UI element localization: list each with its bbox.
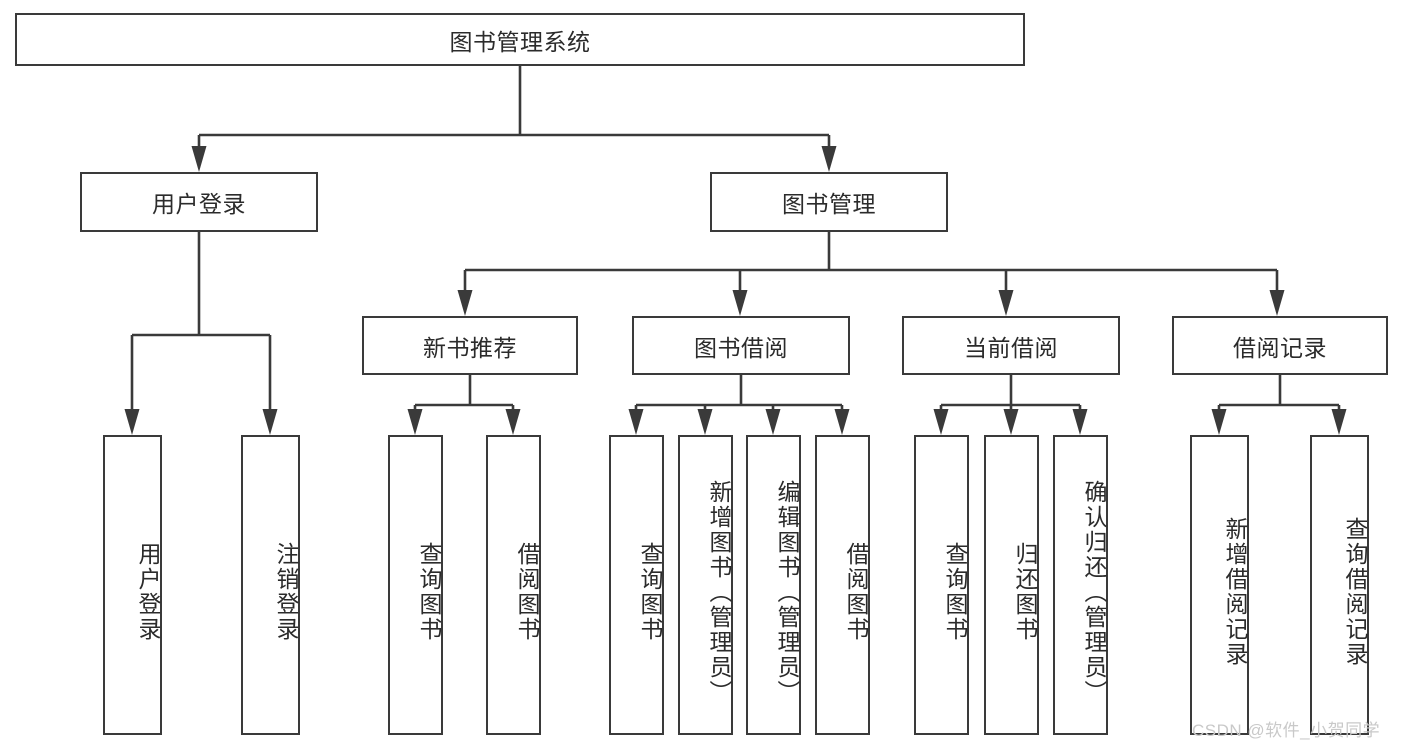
node-leaf-12[interactable]: 查询借阅记录 xyxy=(1310,435,1369,735)
node-level2-0-label: 用户登录 xyxy=(152,191,246,217)
node-leaf-1-label: 注销登录 xyxy=(273,542,299,642)
arrowhead-level3-1 xyxy=(732,290,748,316)
node-leaf-5[interactable]: 新增图书（管理员） xyxy=(678,435,733,735)
arrowhead-login-leaf-1 xyxy=(262,409,278,435)
arrowhead-leaf-1-1 xyxy=(697,409,713,435)
node-leaf-11[interactable]: 新增借阅记录 xyxy=(1190,435,1249,735)
node-leaf-6-label: 编辑图书（管理员） xyxy=(774,479,800,705)
arrowhead-level3-0 xyxy=(457,290,473,316)
node-leaf-6[interactable]: 编辑图书（管理员） xyxy=(746,435,801,735)
node-leaf-1[interactable]: 注销登录 xyxy=(241,435,300,735)
arrowhead-level2-1 xyxy=(821,146,837,172)
node-leaf-9-label: 归还图书 xyxy=(1012,542,1038,642)
arrowhead-leaf-1-2 xyxy=(765,409,781,435)
arrowhead-leaf-2-2 xyxy=(1072,409,1088,435)
node-leaf-2-label: 查询图书 xyxy=(416,542,442,642)
node-leaf-8[interactable]: 查询图书 xyxy=(914,435,969,735)
node-level2-1-label: 图书管理 xyxy=(782,191,876,217)
node-level3-0-label: 新书推荐 xyxy=(423,334,517,361)
arrowhead-level2-0 xyxy=(191,146,207,172)
node-leaf-2[interactable]: 查询图书 xyxy=(388,435,443,735)
node-level3-2[interactable]: 当前借阅 xyxy=(902,316,1120,375)
arrowhead-leaf-3-1 xyxy=(1331,409,1347,435)
node-root-label: 图书管理系统 xyxy=(449,28,591,55)
node-root[interactable]: 图书管理系统 xyxy=(15,13,1025,66)
node-leaf-12-label: 查询借阅记录 xyxy=(1342,517,1368,667)
node-leaf-0[interactable]: 用户登录 xyxy=(103,435,162,735)
node-leaf-8-label: 查询图书 xyxy=(942,542,968,642)
arrowhead-leaf-0-1 xyxy=(505,409,521,435)
csdn-watermark: CSDN @软件_小贺同学 xyxy=(1192,721,1381,740)
node-leaf-3-label: 借阅图书 xyxy=(514,542,540,642)
node-leaf-10-label: 确认归还（管理员） xyxy=(1081,479,1107,705)
node-level3-0[interactable]: 新书推荐 xyxy=(362,316,578,375)
node-leaf-11-label: 新增借阅记录 xyxy=(1222,517,1248,667)
node-leaf-7-label: 借阅图书 xyxy=(843,542,869,642)
arrowhead-leaf-3-0 xyxy=(1211,409,1227,435)
arrowhead-leaf-1-0 xyxy=(628,409,644,435)
node-level3-3[interactable]: 借阅记录 xyxy=(1172,316,1388,375)
node-leaf-9[interactable]: 归还图书 xyxy=(984,435,1039,735)
arrowhead-leaf-1-3 xyxy=(834,409,850,435)
node-leaf-7[interactable]: 借阅图书 xyxy=(815,435,870,735)
arrowhead-leaf-2-0 xyxy=(933,409,949,435)
node-leaf-4[interactable]: 查询图书 xyxy=(609,435,664,735)
node-leaf-3[interactable]: 借阅图书 xyxy=(486,435,541,735)
node-leaf-5-label: 新增图书（管理员） xyxy=(706,479,732,705)
node-leaf-4-label: 查询图书 xyxy=(637,542,663,642)
node-level3-3-label: 借阅记录 xyxy=(1233,334,1327,361)
arrowhead-login-leaf-0 xyxy=(124,409,140,435)
node-leaf-0-label: 用户登录 xyxy=(135,542,161,642)
node-level3-1[interactable]: 图书借阅 xyxy=(632,316,850,375)
node-level3-1-label: 图书借阅 xyxy=(694,334,788,361)
node-leaf-10[interactable]: 确认归还（管理员） xyxy=(1053,435,1108,735)
node-level2-0[interactable]: 用户登录 xyxy=(80,172,318,232)
node-level3-2-label: 当前借阅 xyxy=(964,334,1058,361)
node-level2-1[interactable]: 图书管理 xyxy=(710,172,948,232)
arrowhead-level3-3 xyxy=(1269,290,1285,316)
arrowhead-leaf-0-0 xyxy=(407,409,423,435)
arrowhead-level3-2 xyxy=(998,290,1014,316)
arrowhead-leaf-2-1 xyxy=(1003,409,1019,435)
